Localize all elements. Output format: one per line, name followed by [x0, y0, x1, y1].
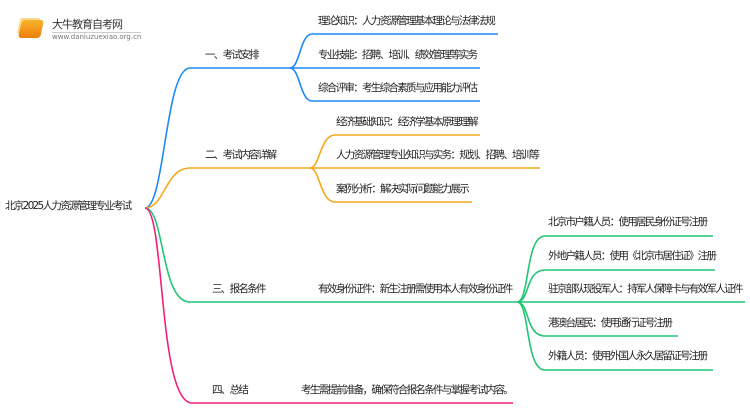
branch-1-child-2: 专业技能：招聘、培训、绩效管理等实务: [318, 49, 478, 61]
branch-2-child-3: 案例分析：解决实际问题能力展示: [336, 183, 470, 195]
branch-2-lines: [144, 134, 540, 209]
branch-1-child-1: 理论知识：人力资源管理基本理论与法律法规: [318, 15, 496, 27]
branch-4-child: 考生需提前准备，确保符合报名条件与掌握考试内容。: [301, 384, 514, 396]
branch-3-lines: [144, 207, 745, 371]
branch-3-sub-2: 外地户籍人员：使用《北京市居住证》注册: [548, 250, 717, 262]
logo-url: www.daniuzuexiao.org.cn: [52, 32, 142, 41]
branch-3-sub-5: 外籍人员：使用外国人永久居留证号注册: [548, 350, 708, 362]
logo-title: 大牛教育自考网: [52, 18, 123, 31]
branch-2-label: 二、考试内容详解: [205, 149, 277, 161]
branch-3-label: 三、报名条件: [212, 283, 267, 295]
branch-4-lines: [144, 207, 513, 404]
branch-1-lines: [144, 33, 498, 209]
branch-3-sub-3: 驻京部队现役军人：持军人保障卡与有效军人证件: [548, 283, 743, 295]
branch-3-sub-4: 港澳台居民：使用通行证号注册: [548, 317, 673, 329]
root-node: 北京2025人力资源管理专业考试: [5, 200, 132, 212]
branch-3-sub-1: 北京市户籍人员：使用居民身份证号注册: [548, 216, 708, 228]
branch-2-child-1: 经济基础知识：经济学基本原理理解: [336, 116, 479, 128]
branch-2-child-2: 人力资源管理专业知识与实务：规划、招聘、培训等: [336, 149, 540, 161]
branch-3-child: 有效身份证件：新生注册需使用本人有效身份证件: [318, 283, 513, 295]
branch-1-child-3: 综合评审：考生综合素质与应用能力评估: [318, 82, 478, 94]
logo: 大牛教育自考网 www.daniuzuexiao.org.cn: [18, 16, 142, 41]
branch-1-label: 一、考试安排: [205, 49, 260, 61]
branch-4-label: 四、总结: [212, 384, 249, 396]
